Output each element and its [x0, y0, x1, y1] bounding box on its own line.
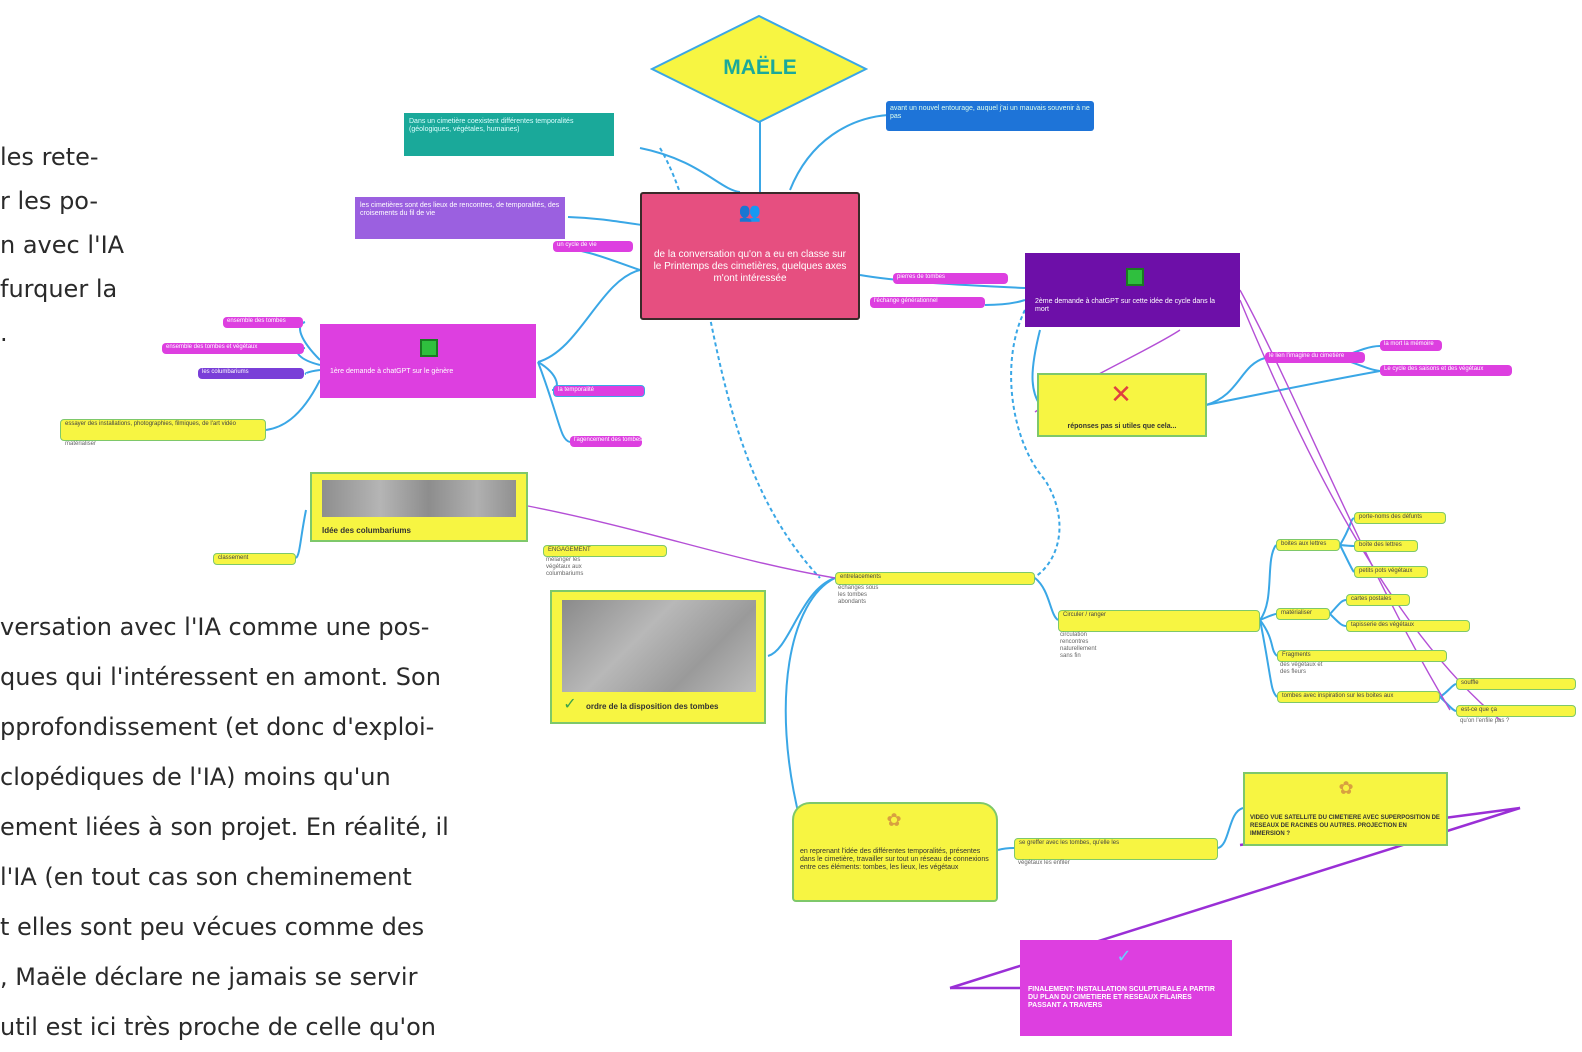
checkbox-icon	[1126, 268, 1144, 286]
tombs-photo	[562, 600, 756, 692]
node-second-request[interactable]: 2ème demande à chatGPT sur cette idée de…	[1025, 253, 1240, 327]
tag-circuler[interactable]: Circuler / ranger	[1058, 610, 1260, 632]
tag-echange[interactable]: l'échange générationnel	[870, 297, 985, 308]
label-materialiser: matérialiser	[65, 441, 97, 447]
tag-tombes[interactable]: ensemble des tombes	[223, 317, 303, 328]
people-icon: 👥	[738, 202, 762, 223]
text-line: furquer la	[0, 275, 118, 303]
tag-souffle[interactable]: souffle	[1456, 678, 1576, 690]
text-line: les rete-	[0, 143, 99, 171]
node-rencontres[interactable]: les cimetières sont des lieux de rencont…	[355, 197, 565, 239]
tag-tapisserie[interactable]: tapisserie des végétaux	[1346, 620, 1470, 632]
text-line: ement liées à son projet. En réalité, il	[0, 813, 449, 841]
node-center[interactable]: de la conversation qu'on a eu en classe …	[640, 192, 860, 320]
tag-installations[interactable]: essayer des installations, photographies…	[60, 419, 266, 441]
tag-fragments[interactable]: Fragments	[1277, 650, 1447, 662]
tag-pierres[interactable]: pierres de tombes	[893, 273, 1008, 284]
photo1-caption: Idée des columbariums	[322, 526, 411, 535]
photo2-caption: ordre de la disposition des tombes	[586, 702, 719, 711]
tag-mort-memoire[interactable]: la mort la mémoire	[1380, 340, 1442, 351]
text-line: ques qui l'intéressent en amont. Son	[0, 663, 441, 691]
tag-boites-lettres[interactable]: boites aux lettres	[1276, 539, 1340, 551]
tag-tombes-vegetaux[interactable]: ensemble des tombes et végétaux	[162, 343, 304, 354]
node-final[interactable]: FINALEMENT: INSTALLATION SCULPTURALE A P…	[1020, 940, 1232, 1036]
text-line: l'IA (en tout cas son cheminement	[0, 863, 412, 891]
tag-boite-lettres[interactable]: boîte des lettres	[1354, 540, 1418, 552]
node-responses[interactable]: réponses pas si utiles que cela...	[1037, 373, 1207, 437]
node-reseau[interactable]: en reprenant l'idée des différentes temp…	[792, 802, 998, 902]
text-line: util est ici très proche de celle qu'on	[0, 1013, 437, 1041]
link-magnode-tags	[299, 321, 321, 361]
label-far: qu'on l'enfile pas ?	[1460, 718, 1510, 724]
cross-icon: ✕	[1110, 380, 1132, 410]
root-diamond[interactable]	[650, 14, 868, 124]
tag-cycle-saisons[interactable]: Le cycle des saisons et des végétaux	[1380, 365, 1512, 376]
paragraph-bottom: versation avec l'IA comme une pos- ques …	[0, 602, 449, 1052]
tag-porte-noms[interactable]: porte-noms des défunts	[1354, 512, 1446, 524]
tag-temporalite[interactable]: la temporalité	[553, 385, 645, 397]
text-line: versation avec l'IA comme une pos-	[0, 613, 430, 641]
check-icon: ✓	[1116, 946, 1132, 967]
columbarium-photo	[322, 480, 516, 517]
tag-inspiration[interactable]: tombes avec inspiration sur les boites a…	[1277, 691, 1440, 703]
checkbox-icon	[420, 339, 438, 357]
node-first-request[interactable]: 1ère demande à chatGPT sur le gènère	[320, 324, 536, 398]
tag-est-ce-que[interactable]: est-ce que ça	[1456, 705, 1576, 717]
text-line: clopédiques de l'IA) moins qu'un	[0, 763, 391, 791]
link-center-teal	[639, 147, 741, 193]
label-fragments: des végétaux et des fleurs	[1280, 662, 1323, 675]
check-icon: ✓	[563, 694, 577, 713]
text-line: , Maële déclare ne jamais se servir	[0, 963, 418, 991]
paragraph-top: les rete- r les po- n avec l'IA furquer …	[0, 135, 124, 355]
label-echanges: échanges sous les tombes abondants	[838, 585, 879, 605]
node-temporalites[interactable]: Dans un cimetière coexistent différentes…	[404, 113, 614, 156]
text-line: n avec l'IA	[0, 231, 125, 259]
link-center-purple	[567, 216, 643, 226]
tag-entrelacements[interactable]: entrelacements	[835, 572, 1035, 585]
tag-greffer[interactable]: se greffer avec les tombes, qu'elle les	[1014, 838, 1218, 860]
tag-cartes-postales[interactable]: cartes postales	[1346, 594, 1410, 606]
flower-icon: ✿	[1338, 778, 1354, 799]
tag-classement[interactable]: classement	[213, 553, 296, 565]
node-video[interactable]: VIDEO VUE SATELLITE DU CIMETIERE AVEC SU…	[1243, 772, 1448, 846]
text-line: .	[0, 319, 8, 347]
root-label: MAËLE	[723, 56, 797, 79]
label-vegetaux: mélanger les végétaux aux columbariums	[546, 557, 584, 577]
tag-petits-pots[interactable]: petits pots végétaux	[1354, 566, 1428, 578]
tag-columbariums[interactable]: les columbariums	[198, 368, 304, 379]
node-entourage[interactable]: avant un nouvel entourage, auquel j'ai u…	[886, 101, 1094, 131]
link-center-blue	[789, 114, 889, 191]
tag-cycle-vie[interactable]: un cycle de vie	[553, 241, 633, 252]
text-line: r les po-	[0, 187, 99, 215]
tag-lien-cimetiere[interactable]: le lien l'imagine du cimetière	[1265, 352, 1365, 363]
link-center-magenta-node	[537, 269, 641, 363]
text-line: pprofondissement (et donc d'exploi-	[0, 713, 435, 741]
tag-materialiser[interactable]: matérialiser	[1276, 608, 1330, 620]
tag-agencement[interactable]: l'agencement des tombes	[570, 436, 642, 447]
tag-engagement[interactable]: ENGAGEMENT	[543, 545, 667, 557]
label-bottom-mid: végétaux les enfiler	[1018, 860, 1070, 866]
label-circulation: circulation rencontres naturellement san…	[1060, 632, 1097, 659]
flower-icon: ✿	[886, 810, 902, 831]
text-line: t elles sont peu vécues comme des	[0, 913, 425, 941]
